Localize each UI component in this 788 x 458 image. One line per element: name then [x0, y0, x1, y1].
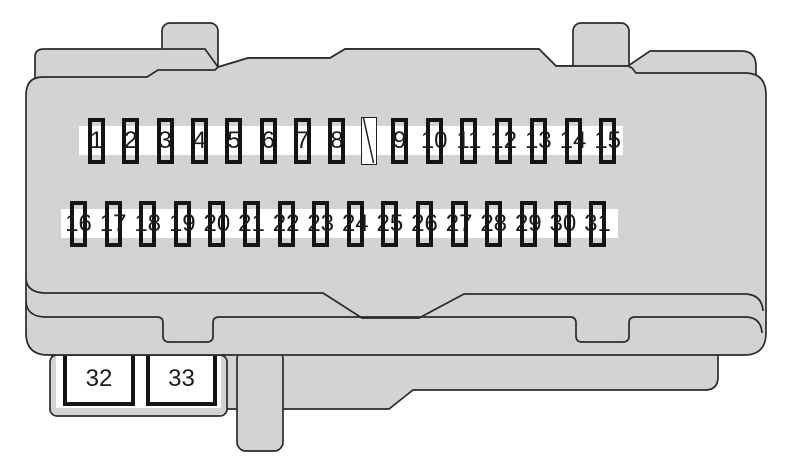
fuse-slot	[564, 118, 582, 164]
fuse-number: 3	[158, 127, 172, 154]
fuse-slot	[208, 201, 226, 247]
fuse-number: 21	[238, 210, 265, 237]
fuse-slot	[191, 118, 209, 164]
fuse-number: 12	[490, 127, 517, 154]
fuse-number: 25	[376, 210, 404, 237]
fuse-number: 20	[203, 210, 231, 237]
fuse-slot	[589, 201, 606, 247]
fuse-number: 15	[594, 127, 622, 154]
fuse-slot	[391, 118, 408, 164]
fuse-slot	[599, 118, 617, 164]
fuse-number: 24	[341, 210, 369, 237]
mounting-tab-bottom	[236, 349, 284, 452]
fuse-number: 8	[330, 127, 344, 154]
fuse-slot	[495, 118, 513, 164]
fuse-slot	[104, 201, 122, 247]
fuse-slot	[381, 201, 399, 247]
fuse-number: 26	[411, 210, 438, 237]
fuse-number: 28	[480, 210, 508, 237]
fuse-slot	[485, 201, 503, 247]
fuse-number: 7	[295, 127, 310, 154]
fuse-slot	[277, 201, 295, 247]
fuse-slot	[139, 201, 157, 247]
fuse-slot	[259, 118, 277, 164]
fuse-number: 1	[89, 127, 104, 154]
fuse-slot	[529, 118, 547, 164]
fuse-number: 27	[445, 210, 473, 237]
fuse-slot	[416, 201, 433, 247]
fuse-number: 30	[549, 210, 577, 237]
fuse-slot	[554, 201, 572, 247]
fuse-number: 13	[524, 127, 552, 154]
divider-diagonal-line	[362, 118, 375, 163]
fuse-slot	[173, 201, 191, 247]
fuse-slot	[243, 201, 260, 247]
fuse-slot	[122, 118, 140, 164]
large-fuse-slot-33: 33	[146, 356, 217, 406]
fuse-slot	[294, 118, 312, 164]
fuse-slot	[346, 201, 364, 247]
fuse-slot	[460, 118, 478, 164]
fuse-slot	[450, 201, 468, 247]
fuse-slot	[70, 201, 87, 247]
body-contour-line-lower	[25, 301, 763, 343]
fuse-slot	[312, 201, 330, 247]
fuse-number: 17	[99, 210, 127, 237]
large-fuse-number: 33	[168, 365, 195, 392]
large-fuse-number: 32	[85, 365, 113, 392]
fuse-slot	[156, 118, 174, 164]
fuse-slot	[88, 118, 105, 164]
fuse-slot	[328, 118, 346, 164]
fuse-slot	[519, 201, 537, 247]
fuse-number: 10	[420, 127, 448, 154]
fuse-number: 5	[227, 127, 241, 154]
fuse-number: 23	[307, 210, 335, 237]
large-fuse-slot-32: 32	[63, 356, 135, 406]
row-divider-slot	[361, 117, 377, 165]
fuse-number: 19	[168, 210, 196, 237]
fuse-number: 9	[392, 127, 407, 154]
fuse-number: 14	[559, 127, 587, 154]
fuse-number: 16	[65, 210, 92, 237]
fuse-slot	[225, 118, 243, 164]
fuse-number: 11	[456, 127, 482, 154]
fuse-number: 2	[124, 127, 138, 154]
fuse-number: 31	[584, 210, 611, 237]
fuse-number: 4	[192, 127, 207, 154]
fuse-slot	[425, 118, 443, 164]
fuse-number: 22	[272, 210, 300, 237]
fuse-number: 18	[134, 210, 162, 237]
fuse-number: 6	[261, 127, 275, 154]
body-contour-line-upper	[25, 278, 764, 319]
fuse-number: 29	[514, 210, 542, 237]
